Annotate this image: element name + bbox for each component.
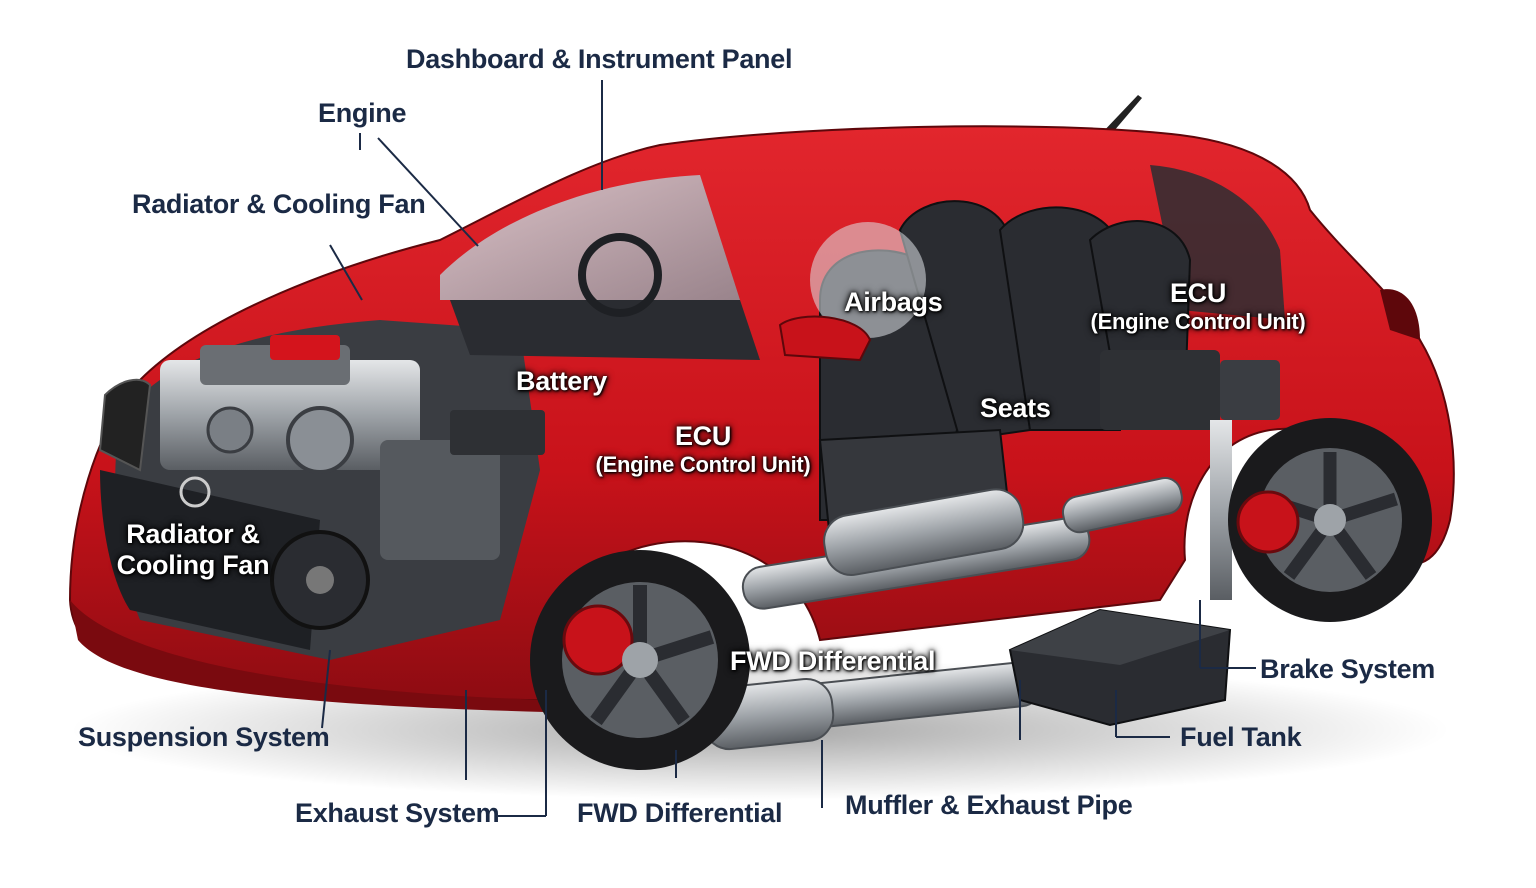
label-ecu-rear-sub: (Engine Control Unit) [1090, 309, 1306, 335]
label-dashboard: Dashboard & Instrument Panel [406, 44, 793, 74]
label-ecu-front: ECU (Engine Control Unit) [588, 421, 818, 477]
side-mirror [778, 315, 872, 362]
label-ecu-rear-title: ECU [1169, 278, 1227, 308]
steering-wheel [578, 233, 662, 317]
label-muffler-exhaust: Muffler & Exhaust Pipe [845, 790, 1133, 820]
dashboard [450, 300, 760, 360]
label-fwd-differential-mid: FWD Differential [730, 646, 936, 676]
label-engine: Engine [318, 98, 407, 128]
label-radiator-front-line1: Radiator & [126, 519, 260, 549]
front-brake-caliper [562, 604, 634, 676]
rear-brake-caliper [1236, 490, 1300, 554]
label-airbags: Airbags [844, 287, 943, 317]
antenna [1100, 95, 1142, 138]
brand-emblem [179, 476, 211, 508]
label-suspension-system: Suspension System [78, 722, 330, 752]
label-ecu-front-sub: (Engine Control Unit) [595, 452, 811, 478]
airbag [810, 222, 926, 338]
front-bumper [70, 600, 545, 712]
label-fuel-tank: Fuel Tank [1180, 722, 1302, 752]
taillight [1380, 289, 1420, 340]
leader-lines [321, 80, 1256, 817]
label-ecu-rear: ECU (Engine Control Unit) [1080, 278, 1316, 334]
label-fwd-differential-bottom: FWD Differential [577, 798, 783, 828]
front-grille [100, 470, 320, 650]
engine-block [160, 335, 545, 560]
front-wheel [530, 550, 750, 770]
rear-wheel [1228, 418, 1432, 622]
label-radiator-top: Radiator & Cooling Fan [132, 189, 426, 219]
label-brake-system: Brake System [1260, 654, 1436, 684]
fuel-tank-shape [1008, 608, 1232, 727]
headlight [98, 378, 152, 472]
label-battery: Battery [516, 366, 607, 396]
label-seats: Seats [980, 393, 1051, 423]
exhaust-pipes [660, 477, 1183, 751]
label-radiator-front-line2: Cooling Fan [116, 550, 270, 581]
rear-ecu-module [1100, 350, 1280, 600]
label-radiator-front: Radiator & Cooling Fan [108, 519, 278, 581]
windshield [440, 175, 740, 300]
label-ecu-front-title: ECU [674, 421, 732, 451]
label-exhaust-system: Exhaust System [295, 798, 500, 828]
